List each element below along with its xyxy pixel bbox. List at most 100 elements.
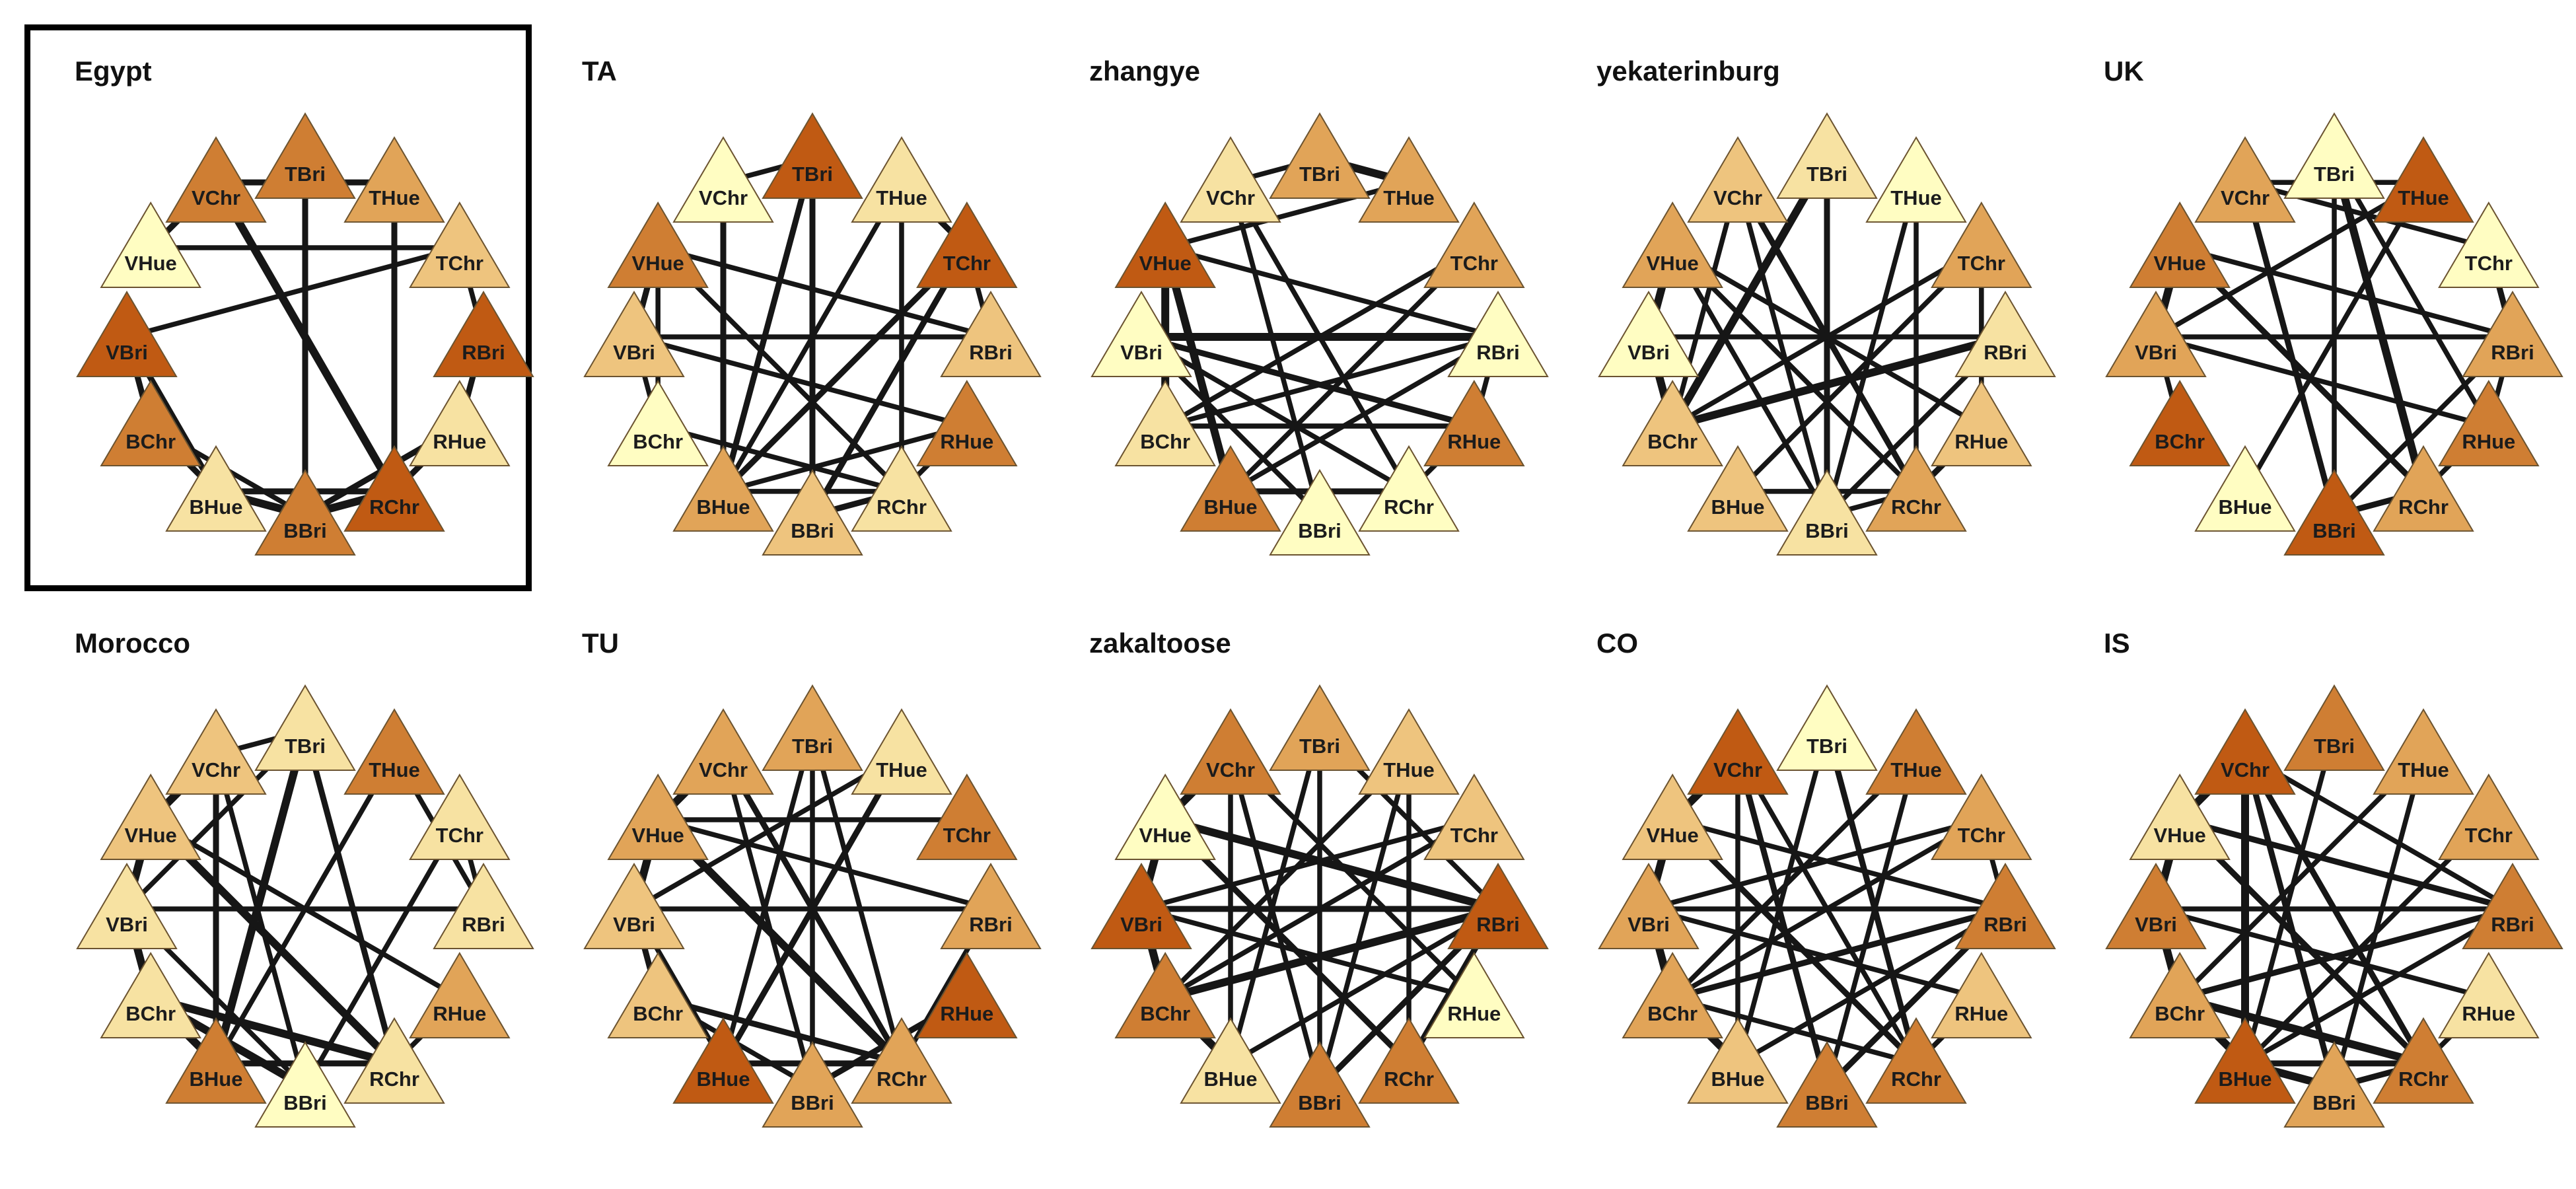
network-graph: TBriTHueTChrRBriRHueRChrBBriBHueBChrVBri… [583, 684, 1042, 1128]
node-tchr: TChr [1931, 774, 2032, 860]
edge-vbri-rchr [1140, 334, 1410, 494]
node-bhue: BHue [165, 1017, 267, 1104]
node-label: BHue [697, 495, 750, 519]
edge-tchr-bbri [810, 246, 970, 517]
node-rbri: RBri [2462, 291, 2563, 377]
network-graph: TBriTHueTChrRBriRHueRChrBBriBHueBChrVBri… [2105, 684, 2563, 1128]
edge-thue-bbri [1824, 754, 1919, 1088]
node-label: THue [369, 758, 420, 781]
node-label: BBri [791, 1091, 834, 1114]
node-triangle [1269, 1041, 1371, 1128]
node-bbri: BBri [1776, 1041, 1878, 1128]
node-label: THue [1383, 186, 1435, 209]
node-triangle [2373, 708, 2474, 795]
node-vhue: VHue [1622, 201, 1723, 288]
node-label: BChr [1140, 1002, 1190, 1025]
node-vbri: VBri [1598, 863, 1699, 949]
node-label: TChr [436, 824, 483, 847]
edge-tbri-bhue [721, 730, 815, 1064]
edge-vhue-rchr [1163, 817, 1412, 1066]
node-triangle [851, 136, 952, 223]
edge-layer [1645, 729, 2008, 1090]
node-triangle [1622, 201, 1723, 288]
node-triangle [433, 291, 534, 377]
node-rchr: RChr [851, 445, 952, 532]
node-label: TChr [1450, 252, 1498, 275]
node-vbri: VBri [583, 863, 685, 949]
node-triangle [1447, 291, 1549, 377]
node-vhue: VHue [2129, 774, 2231, 860]
node-rchr: RChr [851, 1017, 952, 1104]
node-triangle [254, 1041, 356, 1128]
node-triangle [2462, 863, 2563, 949]
node-triangle [2194, 708, 2296, 795]
node-label: BHue [1711, 495, 1765, 519]
node-vhue: VHue [1114, 774, 1216, 860]
node-triangle [165, 136, 267, 223]
edge-tbri-rchr [2330, 157, 2427, 493]
node-tchr: TChr [2438, 201, 2540, 288]
node-triangle [2105, 291, 2207, 377]
node-label: BHue [190, 1067, 243, 1091]
edge-tbri-rchr [810, 730, 904, 1064]
edge-vhue-rchr [655, 816, 905, 1067]
node-label: RBri [1476, 341, 1519, 364]
node-triangle [1114, 774, 1216, 860]
node-label: RHue [940, 1002, 993, 1025]
edge-tchr-bhue [721, 245, 970, 494]
edge-vhue-rbri [2179, 245, 2513, 340]
edge-bchr-rbri [1672, 906, 2007, 1001]
node-label: VBri [613, 913, 655, 936]
edge-vhue-rbri [1672, 817, 2006, 912]
node-triangle [1865, 708, 1967, 795]
node-tchr: TChr [916, 774, 1018, 860]
node-rhue: RHue [409, 380, 511, 466]
node-layer: TBriTHueTChrRBriRHueRChrBBriBHueBChrVBri… [1598, 112, 2056, 556]
node-thue: THue [2373, 136, 2474, 223]
node-label: RHue [2462, 430, 2515, 453]
node-label: VChr [1206, 186, 1255, 209]
edge-vhue-rbri [657, 245, 991, 340]
edge-layer [2152, 730, 2514, 1091]
node-label: TChr [943, 252, 991, 275]
node-triangle [1931, 952, 2032, 1038]
node-bhue: BHue [1687, 445, 1789, 532]
node-vbri: VBri [76, 291, 178, 377]
node-label: BBri [2312, 1091, 2355, 1114]
node-label: RBri [2491, 913, 2534, 936]
node-triangle [1114, 380, 1216, 466]
node-label: BHue [1204, 1067, 1258, 1091]
node-triangle [1622, 952, 1723, 1038]
node-tchr: TChr [409, 201, 511, 288]
node-triangle [851, 708, 952, 795]
edge-thue-bbri [2332, 754, 2426, 1088]
node-label: RHue [433, 1002, 486, 1025]
node-thue: THue [1865, 136, 1967, 223]
node-rhue: RHue [409, 952, 511, 1038]
node-tbri: TBri [1269, 112, 1371, 199]
node-triangle [1114, 201, 1216, 288]
node-layer: TBriTHueTChrRBriRHueRChrBBriBHueBChrVBri… [2105, 684, 2563, 1128]
node-label: VChr [192, 186, 240, 209]
node-vchr: VChr [2194, 136, 2296, 223]
node-rchr: RChr [343, 445, 445, 532]
node-triangle [940, 291, 1042, 377]
node-triangle [1269, 469, 1371, 556]
node-label: VHue [125, 824, 177, 847]
node-label: BChr [1140, 430, 1190, 453]
node-thue: THue [1358, 136, 1460, 223]
node-vbri: VBri [1091, 291, 1192, 377]
panel-title: UK [2104, 55, 2144, 87]
node-label: BChr [1647, 1002, 1698, 1025]
node-triangle [1954, 291, 2056, 377]
edge-thue-bchr [1670, 752, 1918, 1000]
edge-tbri-rchr [302, 729, 398, 1064]
node-bhue: BHue [1687, 1017, 1789, 1104]
node-vhue: VHue [1114, 201, 1216, 288]
node-label: TBri [1299, 735, 1340, 758]
node-label: VHue [632, 824, 684, 847]
node-label: BHue [2219, 495, 2272, 519]
node-triangle [1358, 708, 1460, 795]
